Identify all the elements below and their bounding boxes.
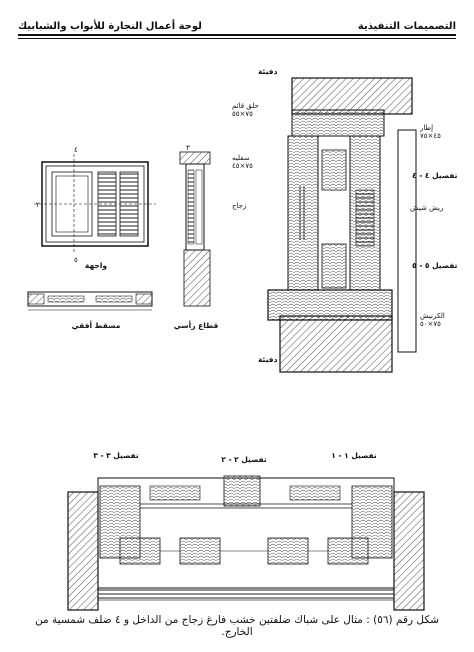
plan-section-label: مسقط أفقي [72,320,121,330]
label-dim-c: ٤٥×٧٥ [420,132,441,140]
elevation-mark-2: ٢ [36,201,40,209]
label-dim-d: ٧٥×٥٠ [420,320,441,328]
label-shutter-slats: ريش شيش [410,204,443,212]
elevation-label: واجهة [85,261,107,270]
vertical-mark-3: ٣ [186,144,190,152]
plan-section [27,291,153,311]
sill-top-label: دفيئة [258,67,278,76]
vertical-section [179,151,211,307]
detail-3-3-label: تفصيل ٣ - ٣ [93,451,139,460]
detail-4-4-label: تفصيل ٤ - ٤ [412,171,458,180]
label-water-bar: الكرنيش [420,312,445,320]
detail-5-5-label: تفصيل ٥ - ٥ [412,261,458,270]
label-rail: سفليه [232,154,250,162]
figure-caption: شكل رقم (٥٦) : مثال على شباك ضلفتين خشب … [35,614,439,638]
detail-2-2-label: تفصيل ٢ - ٢ [221,455,267,464]
elevation-mark-5: ٥ [74,256,78,264]
window-elevation [34,154,156,252]
detail-horizontal [67,475,425,611]
header-rule-top [18,34,456,36]
detail-vertical-large [267,77,417,373]
header-rule-bottom [18,38,456,39]
vertical-section-label: قطاع رأسي [174,320,219,330]
sill-bottom-label: دفيئة [258,355,278,364]
elevation-mark-4: ٤ [74,146,78,154]
header-right-title: التصميمات التنفيذية [357,21,456,32]
page-header: التصميمات التنفيذية لوحة أعمال النجارة ل… [18,12,456,32]
label-frame-top: حلق قائم [232,102,259,110]
header-left-title: لوحة أعمال النجارة للأبواب والشبابيك [18,21,202,32]
detail-1-1-label: تفصيل ١ - ١ [331,451,377,460]
label-dim-b: ٧٥×٤٥ [232,162,253,170]
label-sash-frame: إطار [419,124,433,132]
label-dim-a: ٧٥×٥٥ [232,110,253,118]
label-glass: زجاج [232,202,246,210]
